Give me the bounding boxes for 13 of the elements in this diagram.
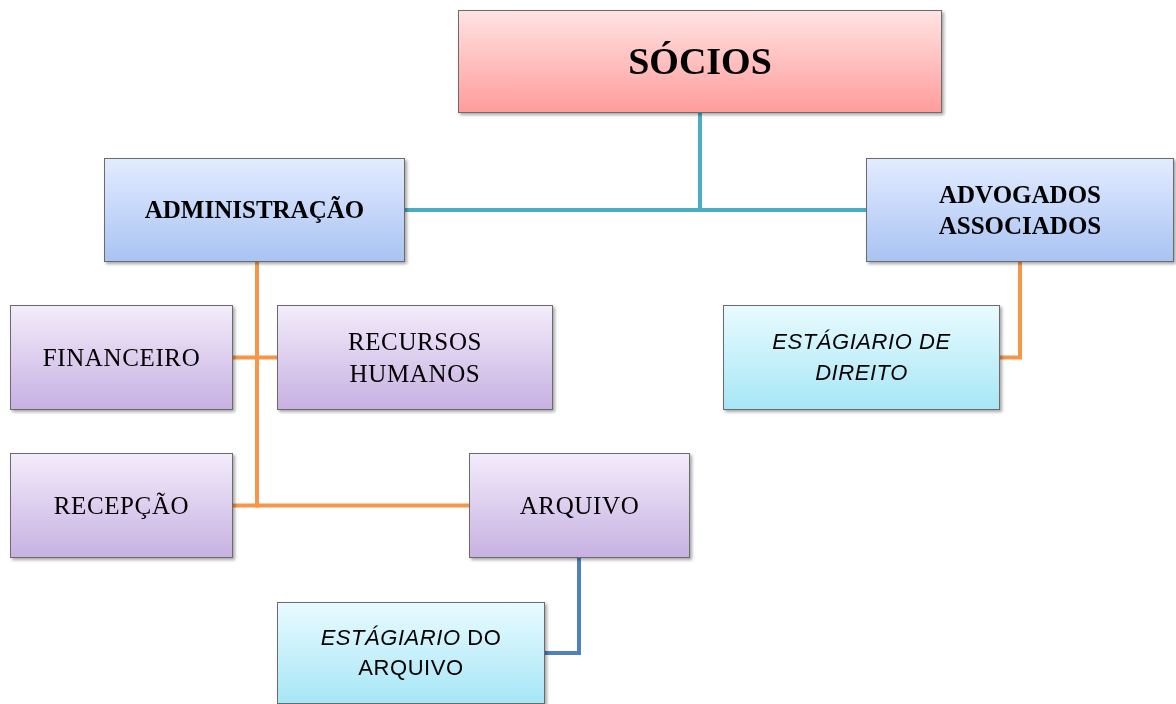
section-box: FINANCEIRO — [10, 305, 233, 410]
department-box: ADVOGADOS ASSOCIADOS — [866, 158, 1174, 262]
connector-line — [698, 113, 866, 212]
partners-box: SÓCIOS — [458, 10, 942, 113]
connector-line — [1000, 262, 1022, 360]
intern-box: ESTÁGIARIO DE DIREITO — [723, 305, 1000, 410]
department-box: ADMINISTRAÇÃO — [104, 158, 405, 262]
section-box: RECEPÇÃO — [10, 453, 233, 558]
intern-box: ESTÁGIARIO DO ARQUIVO — [277, 602, 545, 704]
connector-line — [255, 262, 469, 508]
connector-line — [545, 558, 581, 655]
section-box: ARQUIVO — [469, 453, 690, 558]
section-box: RECURSOS HUMANOS — [277, 305, 553, 410]
